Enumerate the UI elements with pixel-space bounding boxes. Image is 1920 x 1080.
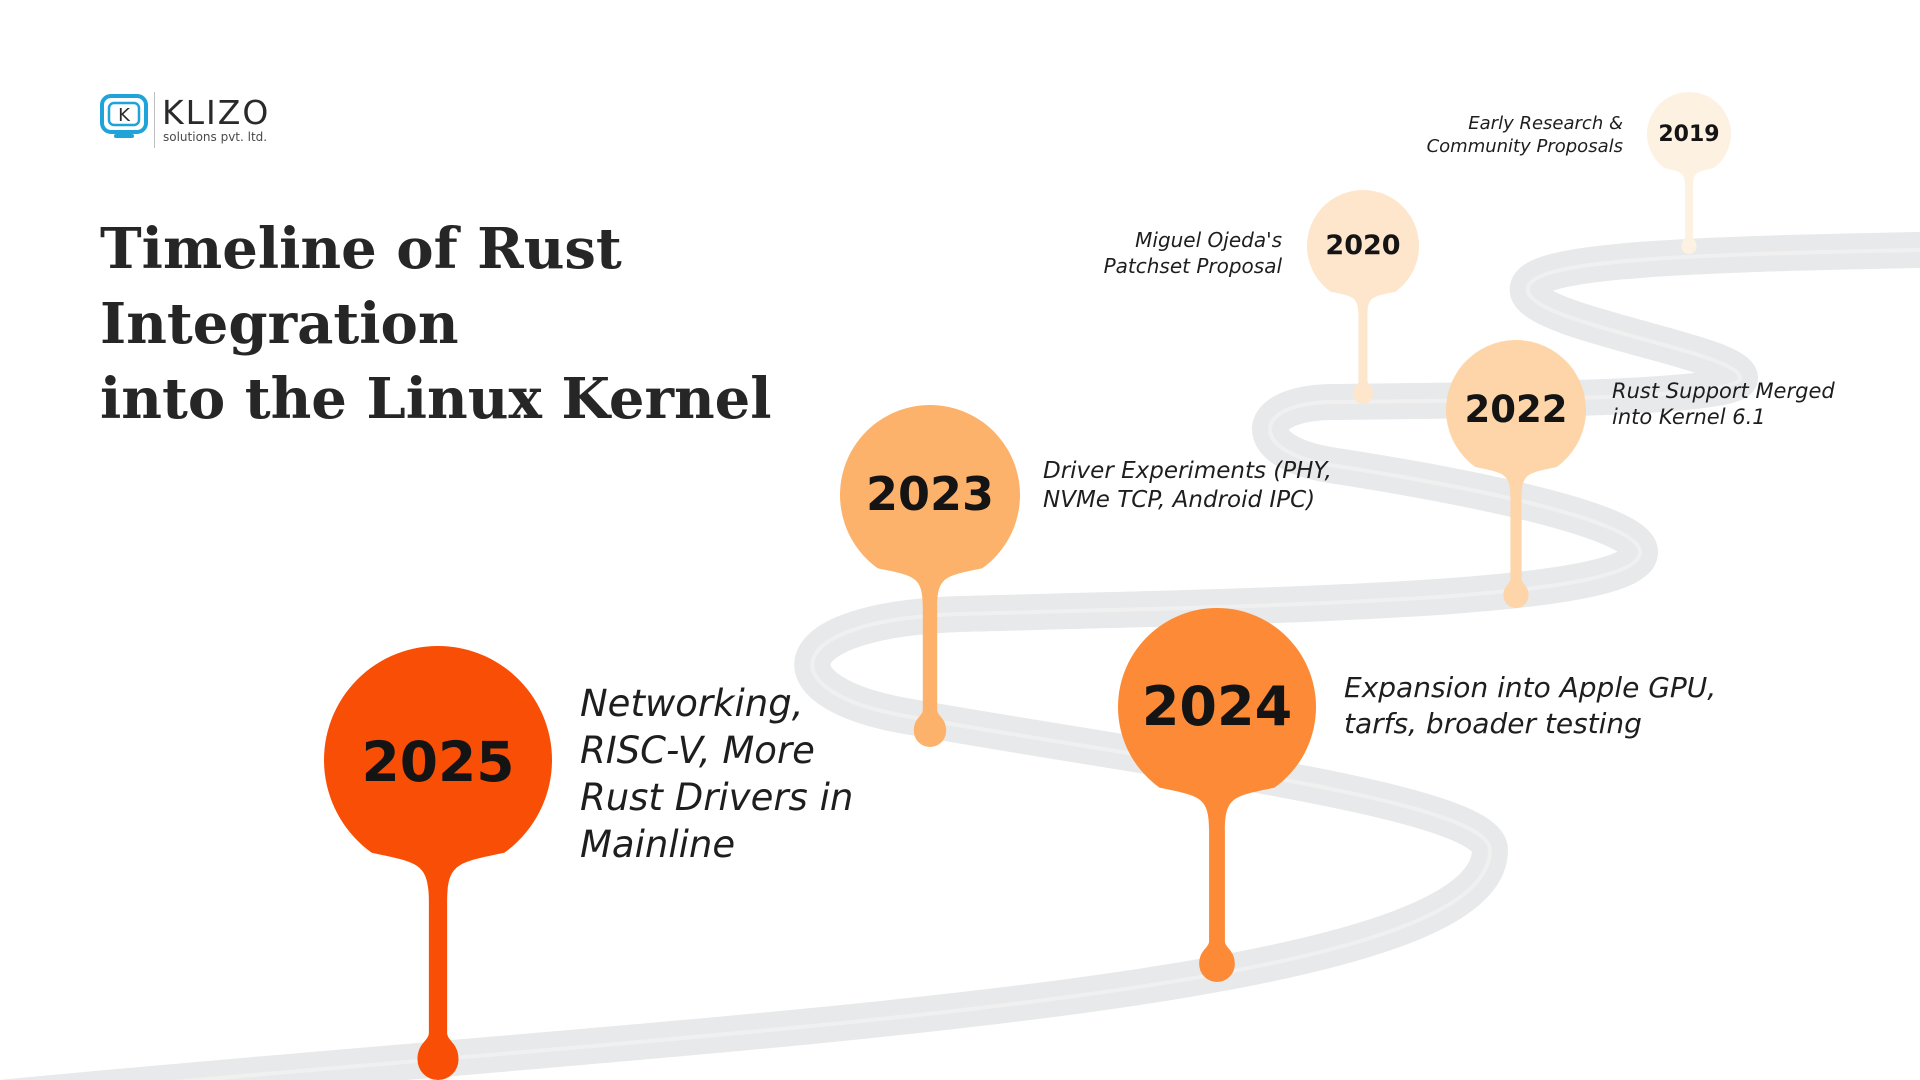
- milestone-pin-shape: [1118, 608, 1316, 982]
- milestone-pin-shape: [324, 646, 552, 1080]
- milestone-pin-2022: 2022: [1446, 340, 1586, 609]
- milestone-pin-shape: [1307, 190, 1419, 404]
- milestone-year: 2022: [1464, 388, 1568, 431]
- milestone-description-line: Community Proposals: [1426, 136, 1623, 157]
- milestone-description-line: tarfs, broader testing: [1344, 707, 1642, 740]
- milestone-pin-2020: 2020: [1307, 190, 1419, 404]
- milestone-description-line: Rust Support Merged: [1612, 379, 1835, 403]
- milestone-year: 2025: [361, 730, 515, 794]
- milestone-year: 2024: [1141, 675, 1293, 738]
- milestone-description-2025: Networking, RISC-V, More Rust Drivers in…: [580, 680, 853, 868]
- svg-text:K: K: [118, 105, 131, 126]
- page-title-line-1: Timeline of Rust Integration: [100, 216, 622, 357]
- milestone-pin-2023: 2023: [840, 405, 1020, 748]
- page-title-line-2: into the Linux Kernel: [100, 366, 772, 432]
- page-title: Timeline of Rust Integration into the Li…: [100, 212, 960, 437]
- milestone-description-line: Networking,: [580, 682, 804, 725]
- milestone-year: 2023: [865, 467, 995, 521]
- milestone-description-2023: Driver Experiments (PHY, NVMe TCP, Andro…: [1043, 457, 1332, 515]
- milestone-description-line: RISC-V, More: [580, 729, 815, 772]
- milestone-pin-shape: [1446, 340, 1586, 609]
- milestone-description-2022: Rust Support Merged into Kernel 6.1: [1612, 378, 1835, 430]
- milestone-description-2024: Expansion into Apple GPU, tarfs, broader…: [1344, 670, 1716, 742]
- brand-logo-icon: K: [100, 94, 148, 138]
- milestone-description-line: Rust Drivers in: [580, 776, 854, 819]
- milestone-description-line: Mainline: [580, 823, 736, 866]
- milestone-pin-shape: [1647, 92, 1731, 254]
- milestone-description-line: Patchset Proposal: [1103, 254, 1282, 278]
- milestone-year: 2019: [1658, 122, 1720, 147]
- milestone-pin-shape: [840, 405, 1020, 748]
- brand-name: KLIZO: [162, 93, 271, 132]
- milestone-description-line: Miguel Ojeda's: [1135, 228, 1282, 252]
- logo-divider: [154, 92, 155, 148]
- milestone-description-line: Expansion into Apple GPU,: [1344, 671, 1717, 704]
- milestone-description-2019: Early Research & Community Proposals: [1427, 112, 1623, 158]
- brand-tagline: solutions pvt. ltd.: [163, 130, 268, 144]
- milestone-pin-2025: 2025: [324, 646, 552, 1080]
- milestone-description-line: NVMe TCP, Android IPC): [1043, 487, 1316, 513]
- milestone-description-line: Driver Experiments (PHY,: [1043, 458, 1332, 484]
- milestone-description-2020: Miguel Ojeda's Patchset Proposal: [1104, 227, 1282, 279]
- brand-logo: K KLIZO solutions pvt. ltd.: [100, 92, 300, 152]
- milestone-description-line: into Kernel 6.1: [1612, 405, 1766, 429]
- milestone-year: 2020: [1325, 230, 1401, 261]
- milestone-description-line: Early Research &: [1468, 113, 1623, 134]
- milestone-pin-2019: 2019: [1647, 92, 1731, 254]
- milestone-pin-2024: 2024: [1118, 608, 1316, 982]
